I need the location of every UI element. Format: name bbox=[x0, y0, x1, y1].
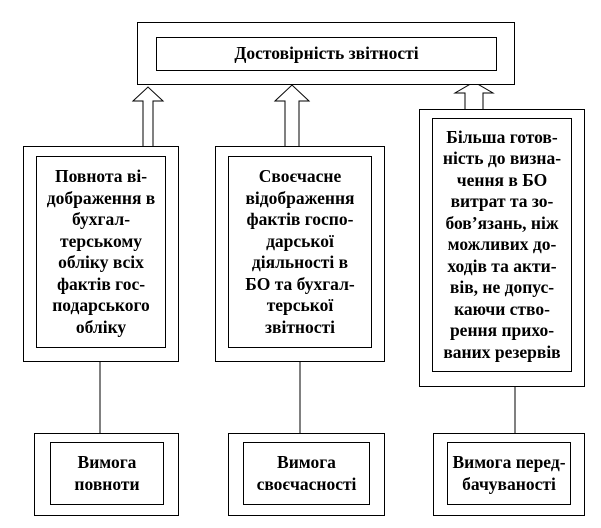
arrow-col2 bbox=[273, 84, 311, 148]
description-inner-box-3 bbox=[432, 118, 572, 372]
requirement-inner-box-2 bbox=[243, 442, 370, 505]
requirement-inner-box-1 bbox=[50, 442, 164, 505]
description-text-1: Повнота ві- дображення в бухгал- терсько… bbox=[46, 166, 156, 337]
arrow-col3 bbox=[453, 81, 495, 111]
requirement-text-3: Вимога перед- бачуваності bbox=[452, 452, 566, 494]
description-text-3: Більша готов- ність до визна- чення в БО… bbox=[442, 126, 562, 362]
description-text-2: Своєчасне відображення фактів госпо- дар… bbox=[245, 166, 355, 337]
title-inner-box bbox=[156, 37, 497, 71]
arrow-col1 bbox=[131, 86, 165, 148]
requirement-text-2: Вимога своєчасності bbox=[256, 452, 357, 494]
description-inner-box-2 bbox=[228, 156, 372, 348]
title-text: Достовірність звітності bbox=[234, 43, 419, 64]
requirement-inner-box-3 bbox=[447, 442, 571, 505]
description-inner-box-1 bbox=[36, 156, 166, 348]
requirement-text-1: Вимога повноти bbox=[74, 452, 140, 494]
